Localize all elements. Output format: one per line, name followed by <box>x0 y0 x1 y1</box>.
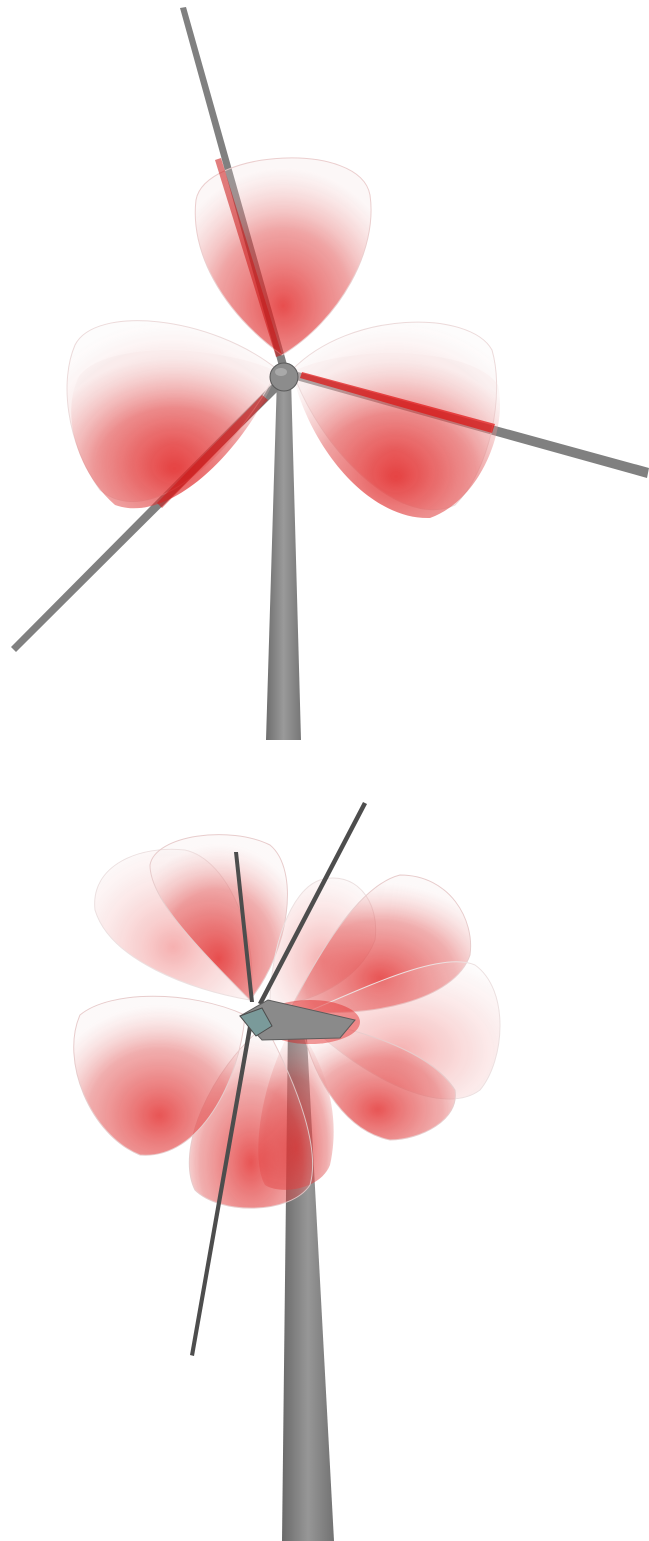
turbine-hub <box>270 363 298 391</box>
turbine-oblique-illustration <box>0 790 649 1541</box>
turbine-panel-front <box>0 0 649 740</box>
turbine-tower <box>266 378 301 740</box>
lobe-left-inner <box>71 350 278 508</box>
turbine-front-illustration <box>0 0 649 740</box>
lobe-top <box>195 158 371 355</box>
turbine-panel-oblique <box>0 790 649 1541</box>
